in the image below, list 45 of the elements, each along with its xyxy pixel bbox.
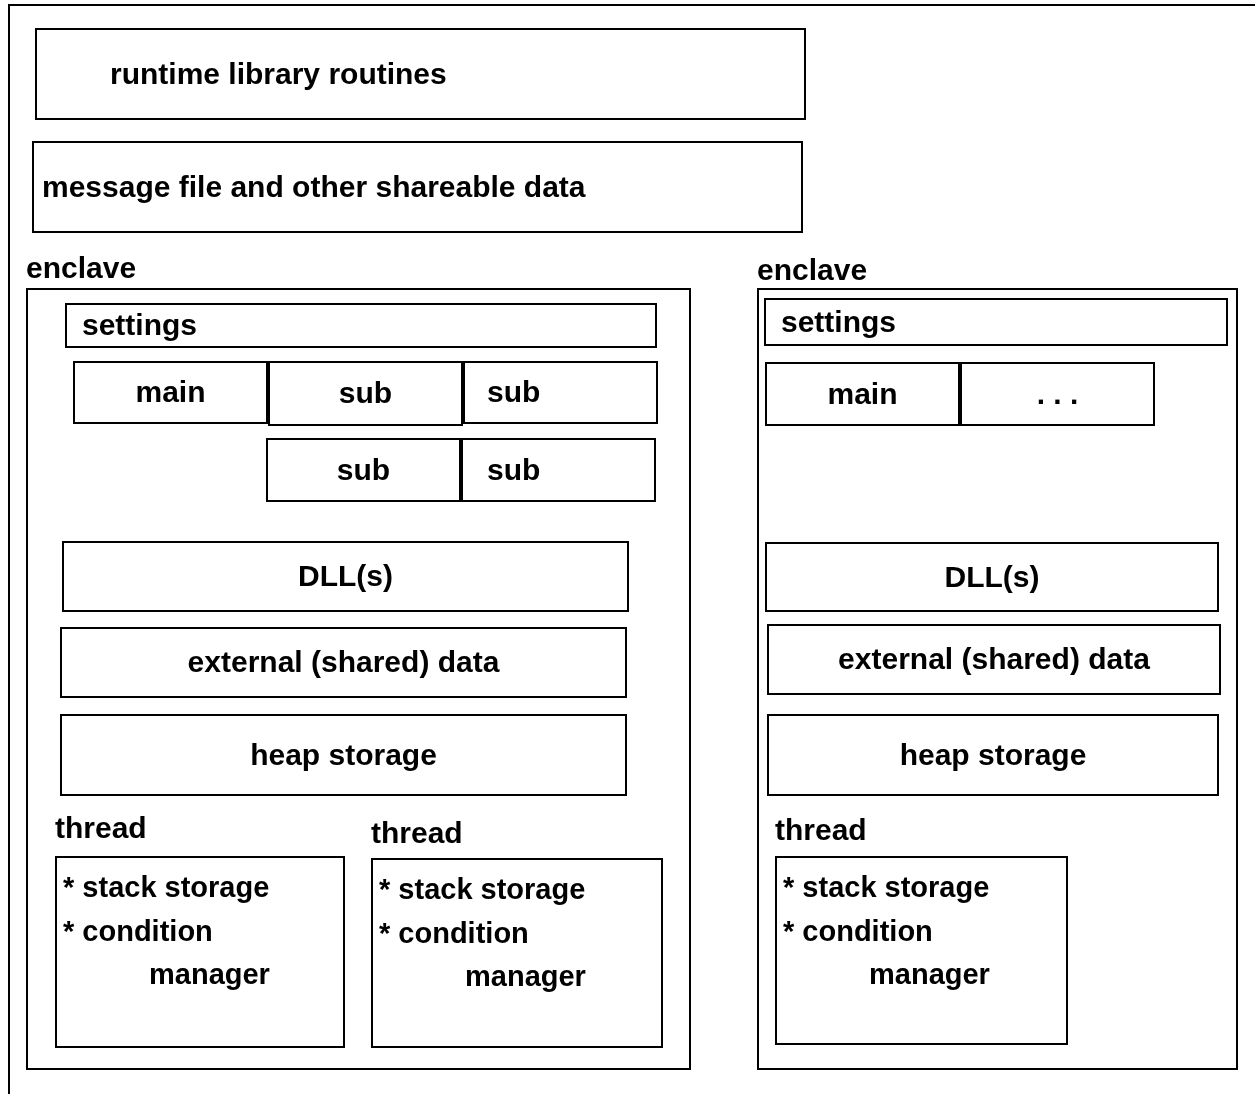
thread-item: * condition manager: [379, 915, 587, 994]
enclave-heading: enclave: [26, 250, 137, 286]
box-label: settings: [82, 308, 198, 343]
label-box: [767, 624, 1221, 695]
thread-item: * condition manager: [63, 913, 271, 992]
thread-heading: thread: [55, 810, 147, 846]
label-box: [765, 362, 960, 426]
label-box: [62, 541, 629, 612]
box-label: . . .: [1036, 376, 1079, 412]
box-label: external (shared) data: [838, 642, 1150, 677]
box-label: settings: [781, 304, 897, 340]
box-label: external (shared) data: [187, 645, 500, 680]
label-box: [32, 141, 803, 233]
label-box: [767, 714, 1219, 796]
thread-heading: thread: [371, 815, 463, 851]
label-box: [765, 542, 1219, 612]
box-label: DLL(s): [298, 559, 393, 594]
label-box: [461, 438, 656, 502]
box-label: main: [135, 375, 206, 410]
box-label: heap storage: [250, 737, 437, 773]
thread-item: * condition manager: [783, 913, 991, 992]
thread-heading: thread: [775, 812, 867, 848]
box-label: message file and other shareable data: [42, 169, 586, 205]
label-box: [60, 714, 627, 796]
box-label: DLL(s): [944, 559, 1040, 595]
box-label: runtime library routines: [110, 56, 447, 92]
label-box: [60, 627, 627, 698]
label-box: [268, 361, 463, 426]
label-box: [65, 303, 657, 348]
label-box: [764, 298, 1228, 346]
label-box: [266, 438, 461, 502]
label-box: [35, 28, 806, 120]
box-label: sub: [487, 452, 541, 488]
thread-item: * stack storage: [379, 872, 587, 907]
label-box: [73, 361, 268, 424]
thread-item: * stack storage: [783, 870, 991, 905]
box-label: main: [827, 376, 898, 412]
thread-item: * stack storage: [63, 870, 271, 905]
box-label: heap storage: [899, 737, 1087, 773]
box-label: sub: [336, 452, 391, 488]
box-label: sub: [338, 376, 393, 411]
enclave-heading: enclave: [757, 252, 868, 288]
label-box: [960, 362, 1155, 426]
box-label: sub: [487, 375, 541, 410]
label-box: [463, 361, 658, 424]
